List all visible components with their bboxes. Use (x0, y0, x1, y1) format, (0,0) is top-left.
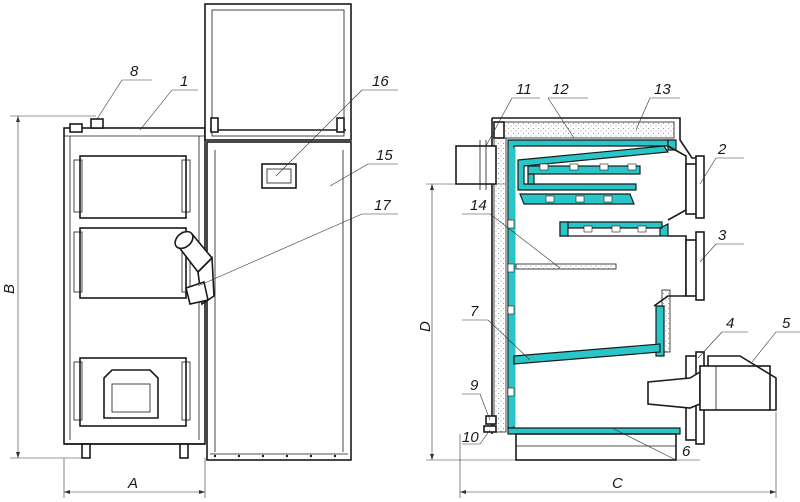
callout-13: 13 (654, 81, 671, 98)
callout-10: 10 (462, 429, 479, 446)
callout-6: 6 (682, 443, 691, 460)
drain-valve (485, 415, 497, 425)
flue-pipe (455, 145, 497, 185)
burner-tube (174, 230, 215, 306)
insulation-top (493, 121, 675, 139)
front-view: A B 8 1 16 15 17 (1, 3, 398, 498)
section-view: D C 11 12 13 2 3 4 5 6 14 7 9 10 (417, 81, 800, 498)
hopper-bolts (213, 454, 337, 458)
callout-3: 3 (718, 227, 727, 244)
sensor-fitting (90, 118, 104, 129)
ash-door (79, 357, 187, 427)
ash-pan (515, 433, 677, 461)
middle-door (79, 227, 187, 299)
upper-door (79, 155, 187, 219)
hopper-lid (204, 3, 352, 141)
callout-1: 1 (180, 73, 188, 90)
dim-C-label: C (612, 475, 623, 492)
shelf (515, 263, 617, 270)
dim-D-label: D (417, 321, 434, 332)
tube-joints (507, 163, 647, 397)
callout-12: 12 (552, 81, 569, 98)
sight-window (261, 163, 297, 189)
callout-7: 7 (470, 303, 479, 320)
callout-5: 5 (782, 315, 791, 332)
callout-11: 11 (516, 81, 532, 98)
pellet-hopper (206, 141, 352, 461)
callout-4: 4 (726, 315, 734, 332)
callout-2: 2 (717, 141, 727, 158)
callout-15: 15 (376, 147, 393, 164)
water-jacket (507, 139, 681, 435)
pellet-burner (647, 355, 777, 411)
dim-A-label: A (127, 475, 138, 492)
callout-16: 16 (372, 73, 389, 90)
callout-17: 17 (374, 197, 391, 214)
door-upper-section (667, 145, 705, 221)
callout-8: 8 (130, 63, 139, 80)
dim-B-label: B (1, 284, 18, 294)
callout-14: 14 (470, 197, 487, 214)
callout-9: 9 (470, 377, 479, 394)
door-middle-section (653, 231, 705, 307)
